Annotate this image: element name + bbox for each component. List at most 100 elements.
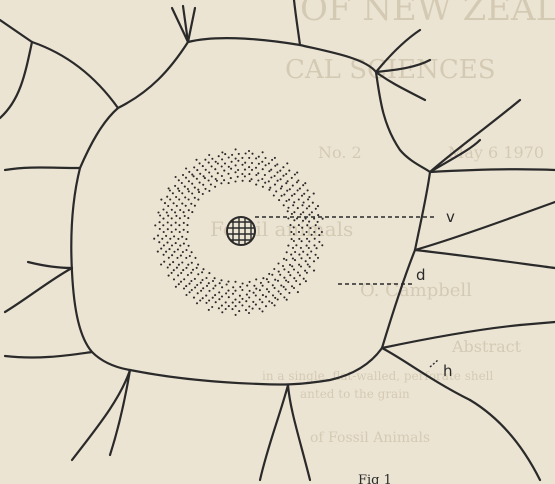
ring-dot xyxy=(292,247,294,249)
ring-dot xyxy=(312,202,314,204)
ring-dot xyxy=(317,257,319,259)
ring-dot xyxy=(191,183,193,185)
ring-dot xyxy=(313,260,315,262)
ring-dot xyxy=(196,284,198,286)
ring-dot xyxy=(321,244,323,246)
bleed-through-text: OF NEW ZEALAND CAL SCIENCES No. 2 May 6 … xyxy=(210,0,555,446)
ring-dot xyxy=(179,217,181,219)
ring-dot xyxy=(249,290,251,292)
ring-dot xyxy=(157,235,159,237)
ring-dot xyxy=(298,264,300,266)
ring-dot xyxy=(185,249,187,251)
ring-dot xyxy=(170,224,172,226)
ring-dot xyxy=(253,285,255,287)
ring-dot xyxy=(197,292,199,294)
ring-dot xyxy=(234,281,236,283)
ring-dot xyxy=(309,266,311,268)
ring-dot xyxy=(258,156,260,158)
ring-dot xyxy=(194,257,196,259)
ring-dot xyxy=(211,306,213,308)
ring-dot xyxy=(225,292,227,294)
ring-dot xyxy=(279,170,281,172)
ring-dot xyxy=(221,286,223,288)
bleed-line-7: Abstract xyxy=(451,337,522,356)
ring-dot xyxy=(237,176,239,178)
ring-dot xyxy=(220,279,222,281)
ring-dot xyxy=(227,290,229,292)
ring-dot xyxy=(221,305,223,307)
ring-dot xyxy=(261,301,263,303)
ring-dot xyxy=(231,154,233,156)
ring-dot xyxy=(313,231,315,233)
ring-dot xyxy=(185,294,187,296)
ring-dot xyxy=(163,244,165,246)
ring-dot xyxy=(178,190,180,192)
ring-dot xyxy=(287,245,289,247)
ring-dot xyxy=(166,211,168,213)
ring-dot xyxy=(171,254,173,256)
ring-dot xyxy=(214,168,216,170)
ring-dot xyxy=(168,275,170,277)
ring-dot xyxy=(226,283,228,285)
ring-dot xyxy=(169,189,171,191)
ring-dot xyxy=(182,269,184,271)
ring-dot xyxy=(283,204,285,206)
ring-dot xyxy=(221,151,223,153)
ring-dot xyxy=(252,308,254,310)
ring-dot xyxy=(298,238,300,240)
label-v: v xyxy=(446,208,455,226)
ring-dot xyxy=(197,199,199,201)
ring-dot xyxy=(217,172,219,174)
ring-dot xyxy=(205,302,207,304)
figure-caption: Fig 1 xyxy=(358,473,392,484)
ring-dot xyxy=(299,283,301,285)
ring-dot xyxy=(232,286,234,288)
ring-dot xyxy=(231,161,233,163)
ring-dot xyxy=(287,281,289,283)
ring-dot xyxy=(300,247,302,249)
ring-dot xyxy=(241,173,243,175)
ring-dot xyxy=(271,274,273,276)
bleed-line-3: No. 2 xyxy=(318,143,362,162)
ring-dot xyxy=(316,247,318,249)
ring-dot xyxy=(248,173,250,175)
ring-dot xyxy=(199,299,201,301)
ring-dot xyxy=(204,177,206,179)
ring-dot xyxy=(163,261,165,263)
ring-dot xyxy=(234,171,236,173)
ring-dot xyxy=(192,269,194,271)
ring-dot xyxy=(232,293,234,295)
ring-dot xyxy=(288,199,290,201)
ring-dot xyxy=(230,168,232,170)
ring-dot xyxy=(197,264,199,266)
central-cell-wall xyxy=(71,38,430,384)
ring-dot xyxy=(178,198,180,200)
ring-dot xyxy=(181,192,183,194)
ring-dot xyxy=(214,294,216,296)
ring-dot xyxy=(199,182,201,184)
ring-dot xyxy=(248,305,250,307)
ring-dot xyxy=(308,221,310,223)
ring-dot xyxy=(262,186,264,188)
ring-dot xyxy=(185,205,187,207)
ring-dot xyxy=(280,293,282,295)
ring-dot xyxy=(211,158,213,160)
ring-dot xyxy=(160,248,162,250)
ring-dot xyxy=(293,226,295,228)
ring-dot xyxy=(244,162,246,164)
ring-dot xyxy=(187,217,189,219)
ring-dot xyxy=(249,281,251,283)
ring-dot xyxy=(313,218,315,220)
ring-dot xyxy=(308,247,310,249)
ring-dot xyxy=(179,245,181,247)
ring-dot xyxy=(221,311,223,313)
ring-dot xyxy=(160,199,162,201)
ring-dot xyxy=(278,199,280,201)
ring-dot xyxy=(245,152,247,154)
ring-dot xyxy=(162,224,164,226)
ring-dot xyxy=(272,284,274,286)
ring-dot xyxy=(218,307,220,309)
ring-dot xyxy=(301,204,303,206)
ring-dot xyxy=(274,165,276,167)
ring-dot xyxy=(279,274,281,276)
